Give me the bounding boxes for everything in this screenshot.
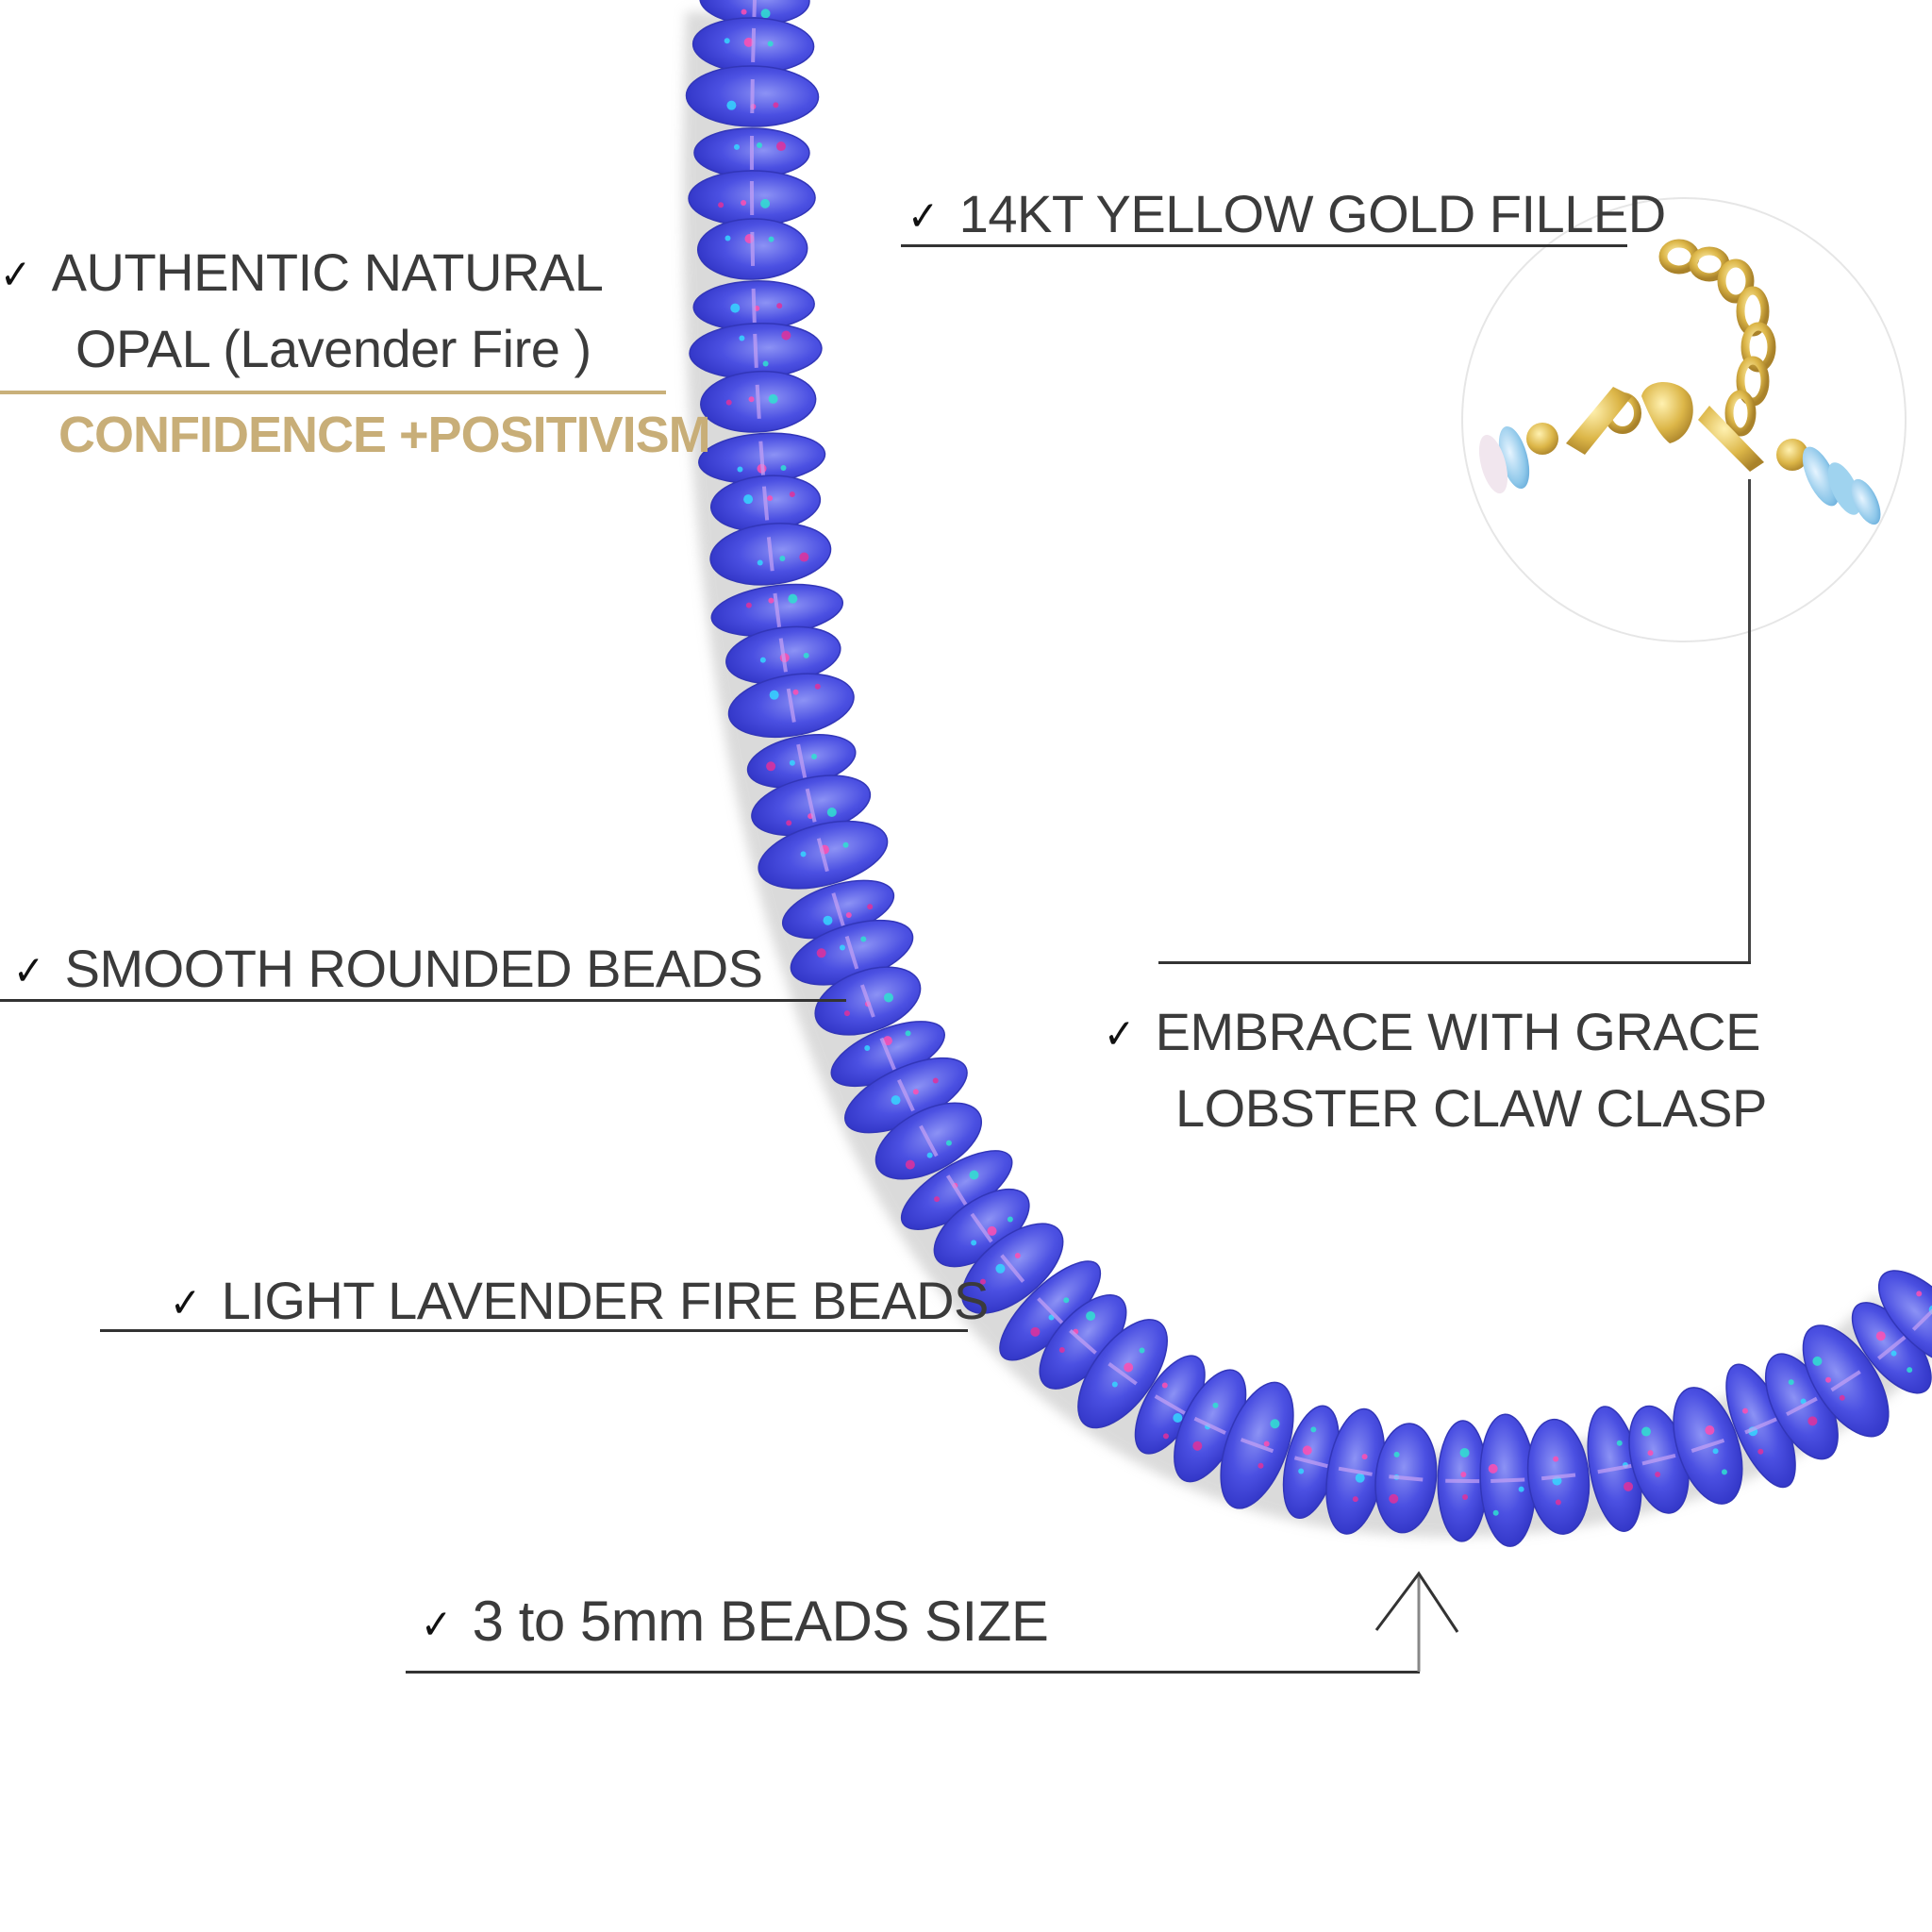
underline bbox=[901, 244, 1627, 247]
feature-line: AUTHENTIC NATURAL bbox=[51, 242, 604, 302]
checkmark-icon: ✓ bbox=[908, 192, 939, 241]
feature-smooth-beads: ✓ SMOOTH ROUNDED BEADS bbox=[13, 932, 763, 1008]
feature-gold-filled: ✓ 14KT YELLOW GOLD FILLED bbox=[908, 177, 1666, 254]
feature-line: 3 to 5mm BEADS SIZE bbox=[472, 1590, 1049, 1653]
checkmark-icon: ✓ bbox=[1104, 1010, 1135, 1058]
checkmark-icon: ✓ bbox=[421, 1601, 452, 1649]
underline bbox=[406, 1671, 1420, 1674]
feature-line: SMOOTH ROUNDED BEADS bbox=[64, 939, 763, 998]
feature-line: OPAL (Lavender Fire ) bbox=[75, 319, 591, 378]
feature-line: EMBRACE WITH GRACE bbox=[1155, 1002, 1761, 1061]
checkmark-icon: ✓ bbox=[170, 1279, 201, 1327]
checkmark-icon: ✓ bbox=[13, 947, 44, 995]
feature-line: 14KT YELLOW GOLD FILLED bbox=[958, 184, 1666, 243]
feature-lavender-fire: ✓ LIGHT LAVENDER FIRE BEADS bbox=[170, 1264, 989, 1341]
checkmark-icon: ✓ bbox=[0, 251, 31, 299]
feature-authentic-opal: ✓ AUTHENTIC NATURAL OPAL (Lavender Fire ) bbox=[0, 236, 604, 386]
connector-line bbox=[1748, 479, 1751, 964]
tagline: CONFIDENCE +POSITIVISM bbox=[58, 407, 711, 463]
feature-line: LIGHT LAVENDER FIRE BEADS bbox=[221, 1271, 990, 1330]
gold-divider bbox=[0, 391, 666, 394]
connector-line bbox=[1158, 961, 1751, 964]
bead-strand bbox=[685, 0, 1932, 1547]
feature-bead-size: ✓ 3 to 5mm BEADS SIZE bbox=[421, 1585, 1049, 1662]
underline bbox=[0, 999, 846, 1002]
clasp-inset bbox=[1461, 197, 1907, 642]
feature-line: LOBSTER CLAW CLASP bbox=[1175, 1078, 1767, 1138]
underline bbox=[100, 1329, 968, 1332]
feature-lobster-clasp: ✓ EMBRACE WITH GRACE LOBSTER CLAW CLASP bbox=[1104, 995, 1767, 1145]
